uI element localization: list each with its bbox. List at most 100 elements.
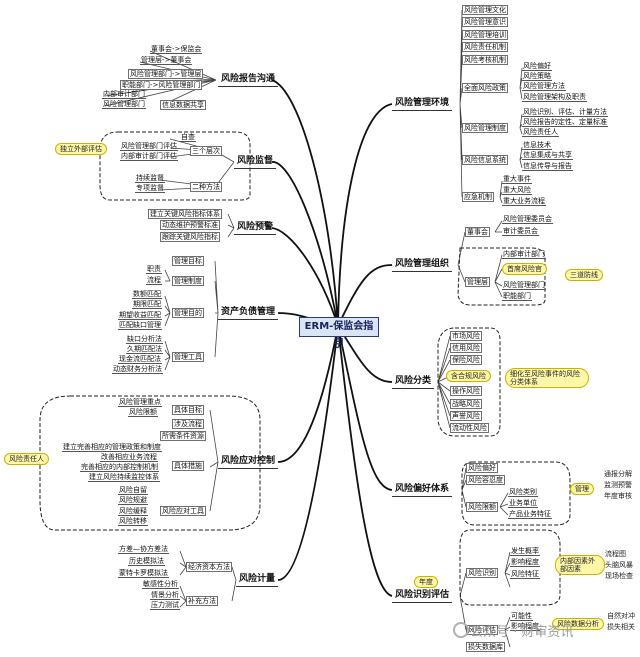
report-item[interactable]: 信息数据共享 bbox=[160, 100, 206, 110]
org-item[interactable]: 风险管理部门 bbox=[502, 281, 546, 290]
branch-identify[interactable]: 风险识别评估 bbox=[392, 589, 453, 603]
report-item[interactable]: 内部审计部门 bbox=[102, 90, 146, 99]
identify-item[interactable]: 发生概率 bbox=[510, 547, 540, 556]
report-item[interactable]: 职能部门->风险管理部门 bbox=[120, 80, 203, 90]
env-item[interactable]: 应急机制 bbox=[462, 192, 494, 202]
alm-tool[interactable]: 久期匹配法 bbox=[126, 345, 163, 354]
control-item[interactable]: 完善相应的内部控制机制 bbox=[80, 463, 159, 472]
report-item[interactable]: 风险管理部门 bbox=[102, 100, 146, 109]
alm-tool[interactable]: 动态财务分析法 bbox=[112, 365, 163, 374]
org-item[interactable]: 董事会 bbox=[465, 227, 490, 237]
org-item[interactable]: 风险管理委员会 bbox=[502, 215, 553, 224]
org-item[interactable]: 审计委员会 bbox=[502, 227, 539, 236]
env-item[interactable]: 全面风险政策 bbox=[462, 83, 508, 93]
appetite-item[interactable]: 产品业务特征 bbox=[508, 510, 552, 519]
org-item[interactable]: 职能部门 bbox=[502, 292, 532, 301]
appetite-item[interactable]: 风险容忍度 bbox=[466, 475, 505, 485]
measure-item[interactable]: 情景分析 bbox=[150, 591, 180, 600]
classify-item[interactable]: 信用风险 bbox=[450, 343, 482, 353]
branch-measure[interactable]: 风险计量 bbox=[236, 573, 279, 587]
alm-purpose[interactable]: 期限匹配 bbox=[132, 300, 162, 309]
branch-report[interactable]: 风险报告沟通 bbox=[218, 73, 279, 87]
branch-org[interactable]: 风险管理组织 bbox=[392, 258, 453, 272]
env-system[interactable]: 风险报告的定性、定量标准 bbox=[522, 118, 608, 127]
env-item[interactable]: 风险责任机制 bbox=[462, 42, 508, 52]
env-info[interactable]: 信息技术 bbox=[522, 141, 552, 150]
measure-item[interactable]: 经济资本方法 bbox=[186, 562, 232, 572]
classify-item[interactable]: 战略风险 bbox=[450, 399, 482, 409]
branch-classify[interactable]: 风险分类 bbox=[392, 375, 435, 389]
identify-item[interactable]: 影响程度 bbox=[510, 622, 540, 631]
control-item[interactable]: 风险应对工具 bbox=[160, 506, 206, 516]
control-item[interactable]: 风险规避 bbox=[118, 496, 148, 505]
alm-system[interactable]: 职责 bbox=[146, 265, 162, 274]
control-item[interactable]: 风险自留 bbox=[118, 486, 148, 495]
report-item[interactable]: 董事会->保监会 bbox=[150, 45, 203, 54]
identify-item[interactable]: 影响程度 bbox=[510, 558, 540, 567]
env-policy[interactable]: 风险偏好 bbox=[522, 62, 552, 71]
measure-item[interactable]: 补充方法 bbox=[186, 596, 218, 606]
org-item[interactable]: 管理层 bbox=[465, 277, 490, 287]
branch-warning[interactable]: 风险预警 bbox=[234, 221, 277, 235]
control-item[interactable]: 具体目标 bbox=[172, 405, 204, 415]
alm-item[interactable]: 管理工具 bbox=[172, 352, 204, 362]
warning-item[interactable]: 跟踪关键风险指标 bbox=[160, 232, 220, 242]
measure-item[interactable]: 蒙特卡罗模拟法 bbox=[118, 569, 169, 578]
control-item[interactable]: 改善相应业务流程 bbox=[100, 453, 158, 462]
classify-item[interactable]: 保险风险 bbox=[450, 355, 482, 365]
control-item[interactable]: 风险缓释 bbox=[118, 507, 148, 516]
control-item[interactable]: 风险转移 bbox=[118, 517, 148, 526]
alm-tool[interactable]: 现金流匹配法 bbox=[118, 355, 162, 364]
classify-item[interactable]: 市场风险 bbox=[450, 331, 482, 341]
env-info[interactable]: 信息传导与报告 bbox=[522, 162, 573, 171]
env-item[interactable]: 风险管理意识 bbox=[462, 17, 508, 27]
monitor-item[interactable]: 内部审计部门评估 bbox=[120, 152, 178, 161]
monitor-item[interactable]: 持续监督 bbox=[135, 174, 165, 183]
warning-item[interactable]: 建立关键风险指标体系 bbox=[148, 209, 222, 219]
env-item[interactable]: 风险管理文化 bbox=[462, 5, 508, 15]
env-item[interactable]: 风险管理培训 bbox=[462, 30, 508, 40]
branch-monitor[interactable]: 风险监督 bbox=[234, 155, 277, 169]
org-item[interactable]: 内部审计部门 bbox=[502, 250, 546, 259]
monitor-item[interactable]: 风险管理部门评估 bbox=[120, 142, 178, 151]
classify-item[interactable]: 含合规风险 bbox=[446, 370, 491, 382]
control-item[interactable]: 涉及流程 bbox=[172, 419, 204, 429]
env-system[interactable]: 风险识别、评估、计量方法 bbox=[522, 108, 608, 117]
measure-item[interactable]: 历史模拟法 bbox=[128, 557, 165, 566]
env-item[interactable]: 风险信息系统 bbox=[462, 155, 508, 165]
env-item[interactable]: 风险管理制度 bbox=[462, 123, 508, 133]
env-policy[interactable]: 风险策略 bbox=[522, 72, 552, 81]
identify-item[interactable]: 风险识别 bbox=[466, 568, 498, 578]
monitor-item[interactable]: 专项监督 bbox=[135, 184, 165, 193]
alm-purpose[interactable]: 数额匹配 bbox=[132, 290, 162, 299]
appetite-item[interactable]: 风险类别 bbox=[508, 488, 538, 497]
org-cro[interactable]: 首席风险官 bbox=[502, 263, 547, 275]
env-policy[interactable]: 风险管理方法 bbox=[522, 82, 566, 91]
alm-item[interactable]: 管理目的 bbox=[172, 308, 204, 318]
classify-item[interactable]: 流动性风险 bbox=[450, 423, 489, 433]
identify-item[interactable]: 可能性 bbox=[510, 612, 533, 621]
env-emergency[interactable]: 重大风险 bbox=[502, 186, 532, 195]
monitor-item[interactable]: 二种方法 bbox=[190, 182, 222, 192]
classify-item[interactable]: 声誉风险 bbox=[450, 411, 482, 421]
report-item[interactable]: 风险管理部门->管理层 bbox=[128, 69, 204, 79]
measure-item[interactable]: 方差—协方差法 bbox=[118, 545, 169, 554]
env-item[interactable]: 风险考核机制 bbox=[462, 55, 508, 65]
alm-item[interactable]: 管理制度 bbox=[172, 276, 204, 286]
identify-item[interactable]: 风险特征 bbox=[510, 570, 540, 579]
appetite-item[interactable]: 风险限额 bbox=[466, 502, 498, 512]
control-item[interactable]: 风险管理重点 bbox=[118, 398, 162, 407]
control-item[interactable]: 所需条件资源 bbox=[160, 431, 206, 441]
measure-item[interactable]: 压力测试 bbox=[150, 601, 180, 610]
env-emergency[interactable]: 重大事件 bbox=[502, 175, 532, 184]
control-item[interactable]: 建立完善相应的管理政策和制度 bbox=[62, 443, 162, 452]
control-item[interactable]: 建立风险持续监控体系 bbox=[88, 473, 160, 482]
env-policy[interactable]: 风险管理架构及职责 bbox=[522, 93, 587, 102]
appetite-item[interactable]: 风险偏好 bbox=[466, 463, 498, 473]
env-system[interactable]: 风险责任人 bbox=[522, 128, 559, 137]
warning-item[interactable]: 动态维护预警标准 bbox=[160, 220, 220, 230]
env-info[interactable]: 信息集成与共享 bbox=[522, 151, 573, 160]
branch-appetite[interactable]: 风险偏好体系 bbox=[392, 483, 453, 497]
identify-item[interactable]: 损失数据库 bbox=[466, 642, 505, 652]
alm-tool[interactable]: 缺口分析法 bbox=[126, 335, 163, 344]
